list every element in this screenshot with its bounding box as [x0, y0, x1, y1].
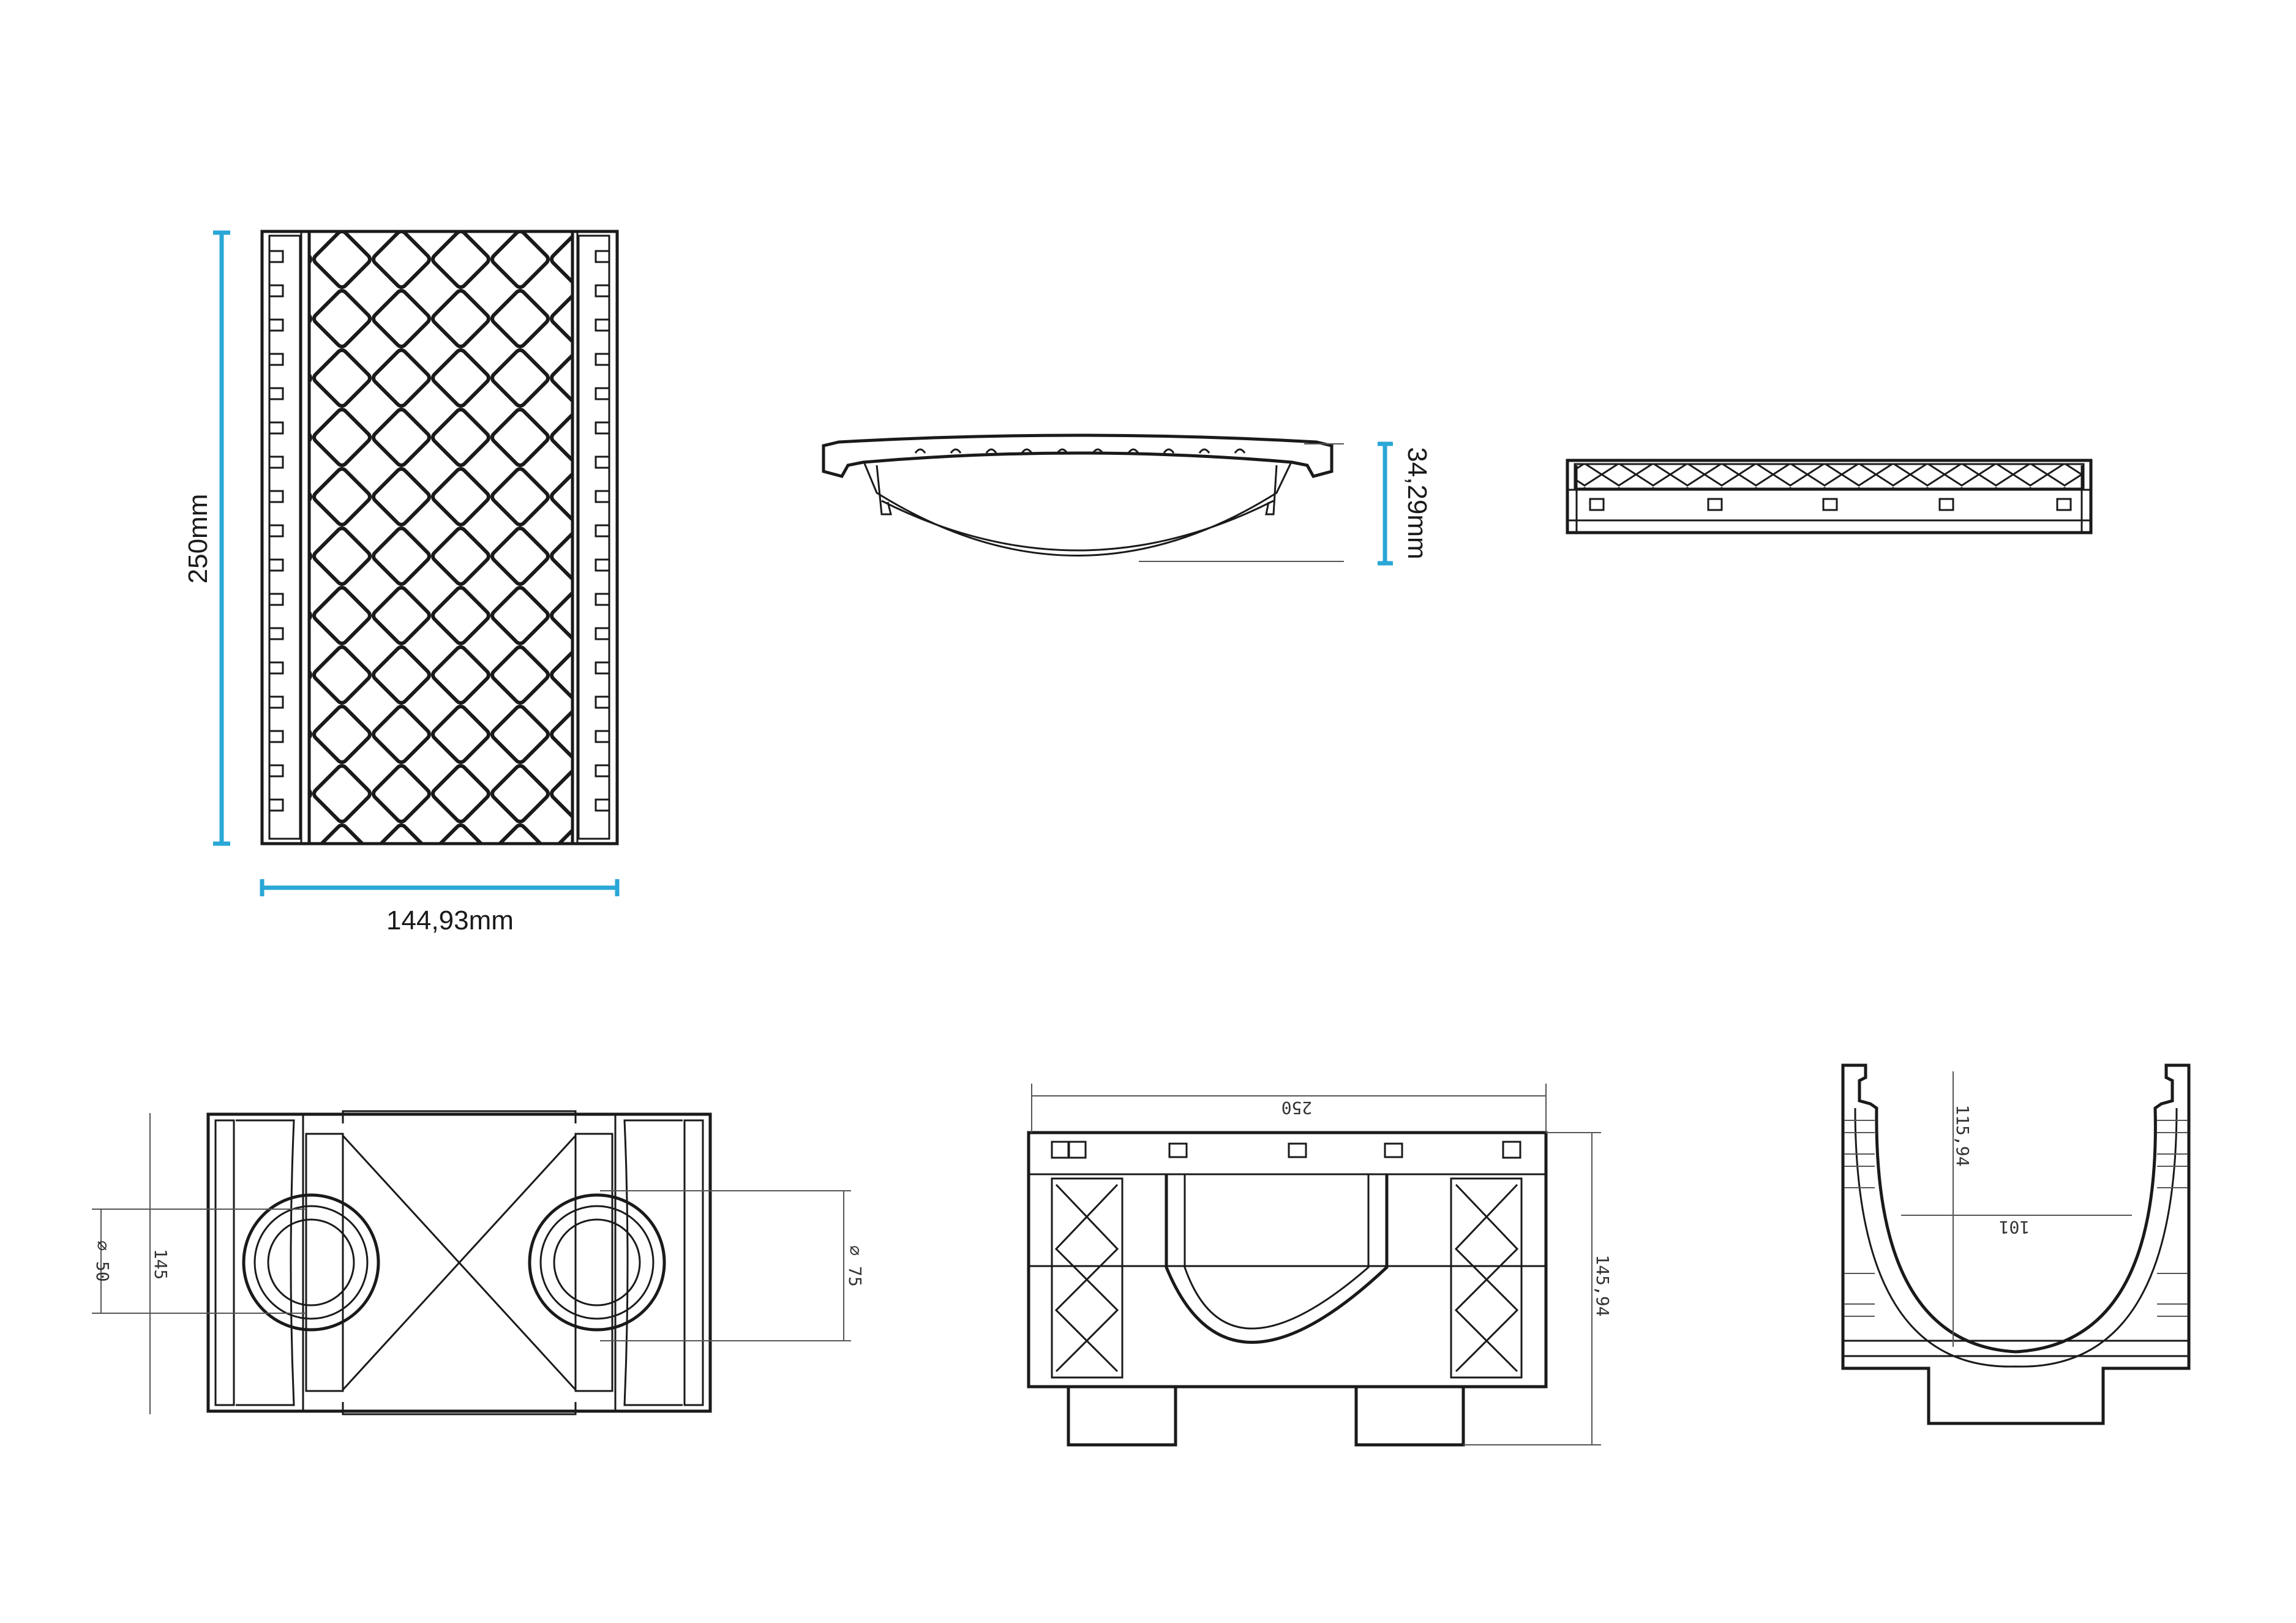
- grate-depth-label: 34,29mm: [1402, 447, 1432, 559]
- rail-notch: [595, 627, 609, 640]
- rail-notch: [269, 798, 284, 812]
- grate-width-dimension: [260, 879, 620, 896]
- channel-end-view: [1841, 1063, 2191, 1425]
- rail-notch: [269, 318, 284, 332]
- grate-width-label: 144,93mm: [386, 905, 514, 935]
- outlet-small-label: ⌀ 50: [92, 1240, 113, 1281]
- rail-notch: [595, 764, 609, 778]
- grate-bump: [1056, 448, 1068, 454]
- grate-bump: [985, 448, 997, 454]
- channel-bottom-view: [92, 1110, 851, 1415]
- channel-side-view: [1027, 1084, 1601, 1447]
- rail-notch: [595, 455, 609, 469]
- rail-notch: [269, 455, 284, 469]
- rail-notch: [269, 524, 284, 538]
- rail-notch: [595, 284, 609, 298]
- rail-notch: [269, 661, 284, 675]
- rail-notch: [269, 421, 284, 435]
- rail-notch: [595, 421, 609, 435]
- rail-notch: [269, 695, 284, 709]
- grate-height-label: 250mm: [183, 494, 213, 584]
- rail-notch: [269, 250, 284, 263]
- rail-notch: [269, 353, 284, 366]
- channel-bottom-height-label: 145: [151, 1249, 171, 1280]
- rail-notch: [595, 387, 609, 400]
- rail-notch: [595, 558, 609, 572]
- outlet-large-label: ⌀ 75: [845, 1245, 865, 1286]
- grate-bump: [1163, 448, 1175, 454]
- channel-height-label: 145,94: [1593, 1254, 1613, 1316]
- grate-bump: [1092, 448, 1104, 454]
- rail-notch: [595, 661, 609, 675]
- channel-depth-label: 115,94: [1953, 1104, 1973, 1166]
- rail-notch: [269, 593, 284, 606]
- grate-long-side-view: [1566, 459, 2093, 534]
- channel-length-label: 250: [1281, 1098, 1313, 1118]
- grate-section-view: [822, 433, 1344, 562]
- channel-width-label: 101: [1999, 1217, 2030, 1237]
- rail-notch: [595, 250, 609, 263]
- grate-bump: [1021, 448, 1033, 454]
- rail-notch: [269, 387, 284, 400]
- rail-notch: [269, 764, 284, 778]
- rail-notch: [595, 593, 609, 606]
- rail-notch: [595, 798, 609, 812]
- rail-notch: [595, 695, 609, 709]
- grate-bump: [914, 448, 926, 454]
- rail-notch: [595, 524, 609, 538]
- rail-notch: [269, 558, 284, 572]
- rail-notch: [269, 730, 284, 743]
- grate-bump: [1198, 448, 1210, 454]
- grate-bump: [1127, 448, 1139, 454]
- rail-notch: [595, 318, 609, 332]
- rail-notch: [595, 490, 609, 503]
- rail-notch: [595, 353, 609, 366]
- grate-depth-dimension: [1378, 441, 1393, 566]
- grate-bump: [1234, 448, 1246, 454]
- rail-notch: [595, 730, 609, 743]
- grate-bump: [950, 448, 962, 454]
- rail-notch: [269, 490, 284, 503]
- grate-height-dimension: [213, 230, 230, 846]
- grate-top-view: [260, 230, 619, 845]
- rail-notch: [269, 284, 284, 298]
- rail-notch: [269, 627, 284, 640]
